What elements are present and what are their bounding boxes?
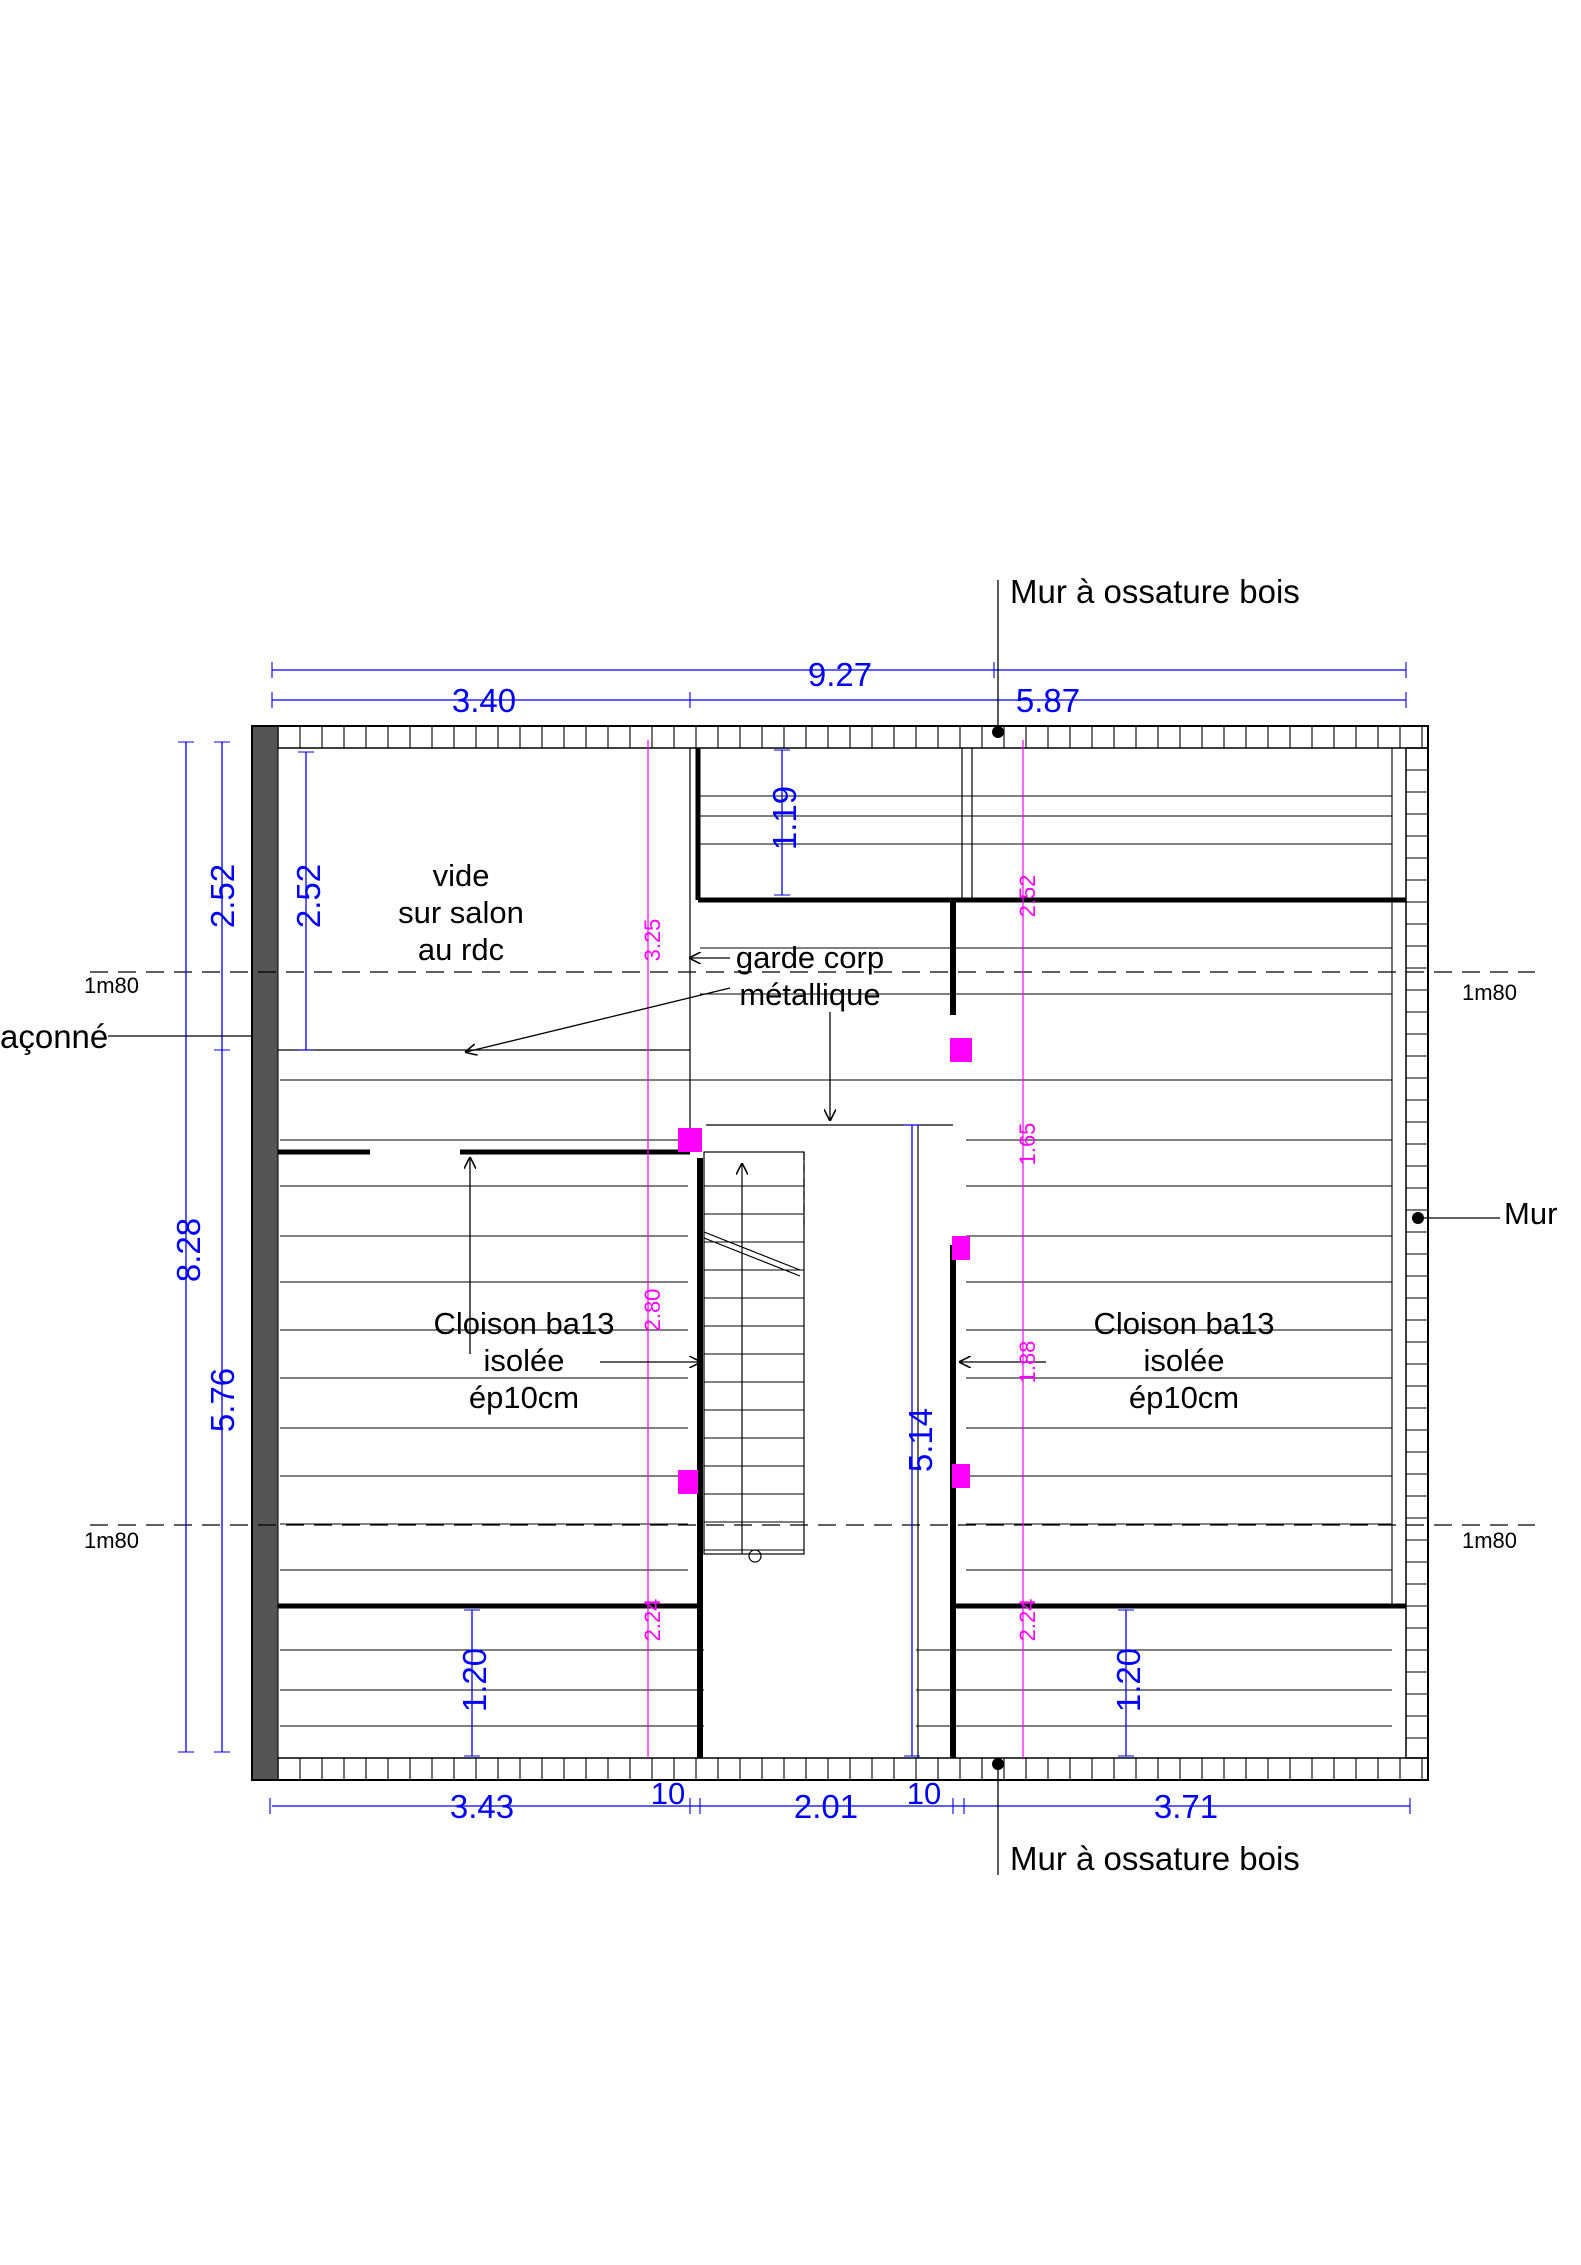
masonry-wall [251,725,279,1781]
post-markers [678,1038,972,1494]
bottom-wall-strip [277,1757,1429,1781]
leaders [108,580,1500,1875]
partition-right-line2: isolée [1144,1343,1225,1378]
dim-left-upper: 2.52 [204,864,241,928]
post-marker [952,1236,970,1260]
height-label: 1m80 [1462,980,1517,1005]
partition-right-line1: Cloison ba13 [1094,1306,1275,1341]
wall-left-label: açonné [0,1018,108,1055]
dim-bottom-3: 2.01 [794,1788,858,1825]
height-label: 1m80 [84,1528,139,1553]
dimension-lines [178,662,1411,1814]
mdim-right-2: 1.65 [1015,1123,1040,1166]
mdim-left-3: 2.24 [640,1599,665,1642]
top-wall-strip [277,725,1429,749]
post-marker [952,1464,970,1488]
railing-label-line2: métallique [739,977,880,1012]
dim-bottom-2: 10 [651,1776,685,1811]
dim-top-room-depth: 1.19 [766,786,803,850]
wall-dots [992,726,1424,1770]
mdim-right-4: 2.24 [1015,1599,1040,1642]
railing-label-line1: garde corp [736,940,884,975]
mdim-right-1: 2.52 [1015,875,1040,918]
wall-bottom-label: Mur à ossature bois [1010,1840,1300,1877]
post-marker [950,1038,972,1062]
post-marker [678,1470,698,1494]
post-marker [678,1128,702,1152]
dim-top-total: 9.27 [808,656,872,693]
partition-right-line3: ép10cm [1129,1380,1239,1415]
dim-bottom-5: 3.71 [1154,1788,1218,1825]
dim-void-height: 2.52 [290,864,327,928]
dim-bottom-4: 10 [907,1776,941,1811]
height-label: 1m80 [1462,1528,1517,1553]
plan-outline [251,725,1429,1781]
dim-bottom-right-room: 1.20 [1110,1648,1147,1712]
stair-well [704,1126,916,1756]
thin-lines [689,748,973,1758]
partition-left-line3: ép10cm [469,1380,579,1415]
dim-left-total: 8.28 [170,1218,207,1282]
partitions [278,748,1406,1758]
wall-right-label: Mur [1504,1196,1557,1231]
dim-top-left: 3.40 [452,682,516,719]
mdim-right-3: 1.88 [1015,1341,1040,1384]
dim-stair-height: 5.14 [902,1408,939,1472]
mdim-left-2: 2.80 [640,1289,665,1332]
void-label-line2: sur salon [398,895,524,930]
height-lines [90,971,1535,1526]
partition-left-line1: Cloison ba13 [434,1306,615,1341]
dim-left-lower: 5.76 [204,1368,241,1432]
void-label-line1: vide [433,858,490,893]
floor-joists [280,748,1393,1727]
wall-top-label: Mur à ossature bois [1010,573,1300,610]
height-label: 1m80 [84,973,139,998]
staircase [703,1151,805,1563]
dim-top-right: 5.87 [1016,682,1080,719]
mdim-left-1: 3.25 [640,919,665,962]
right-wall-strip [1405,747,1429,1759]
partition-left-line2: isolée [484,1343,565,1378]
void-area [280,750,688,1050]
magenta-dimension-lines [647,740,1024,1758]
dim-bottom-1: 3.43 [450,1788,514,1825]
void-label-line3: au rdc [418,932,504,967]
dim-bottom-left-room: 1.20 [456,1648,493,1712]
